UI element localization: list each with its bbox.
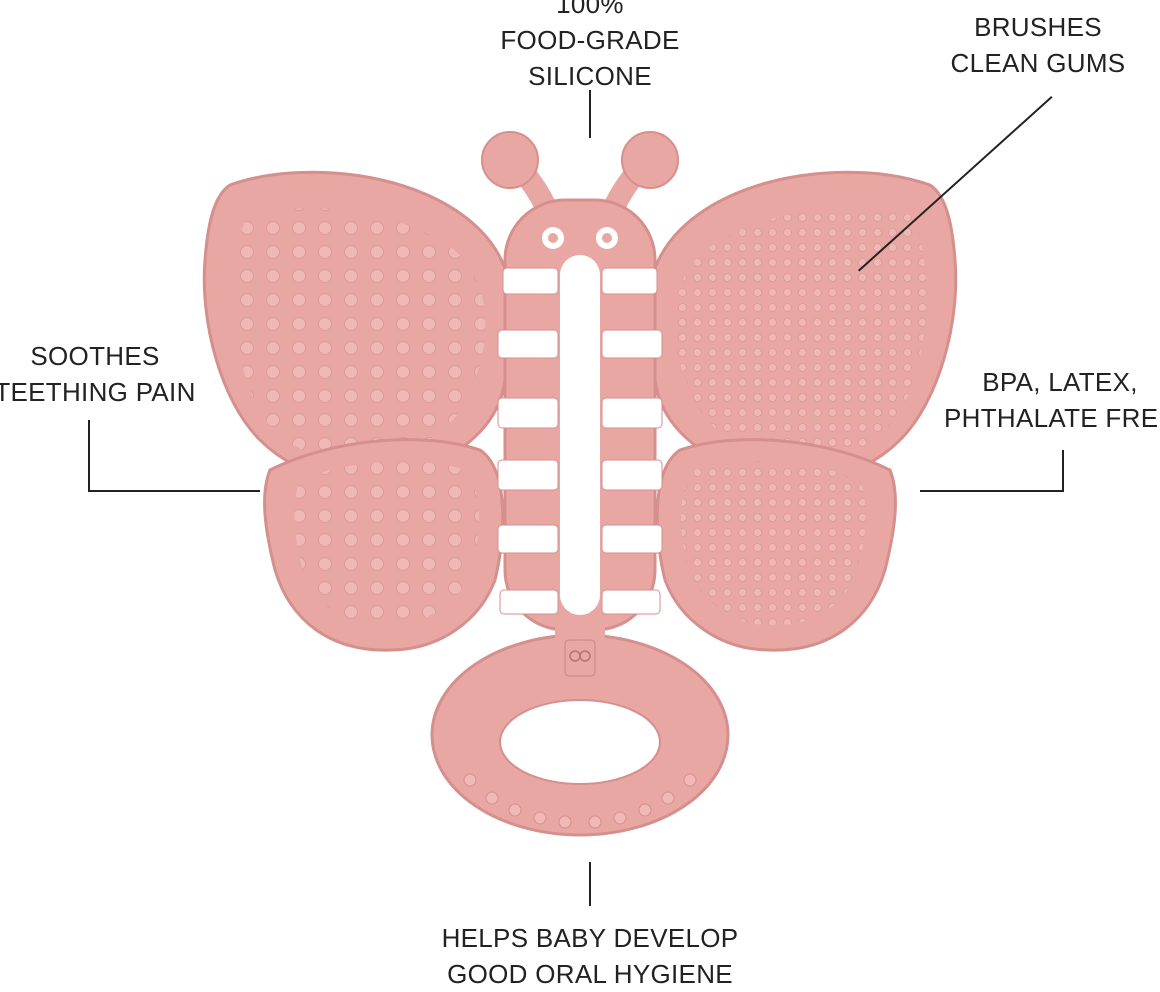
- owl-logo-icon: [564, 639, 596, 677]
- callout-line-3: SILICONE: [528, 61, 652, 91]
- callout-line-2: CLEAN GUMS: [950, 48, 1126, 78]
- callout-line-1: HELPS BABY DEVELOP: [441, 923, 739, 953]
- callout-line-2: GOOD ORAL HYGIENE: [447, 959, 733, 989]
- callout-line-left-horizontal: [88, 490, 260, 492]
- handle-ring: [430, 620, 730, 837]
- callout-brushes-clean-gums: BRUSHES CLEAN GUMS: [918, 9, 1158, 81]
- callout-line-1: BRUSHES: [974, 12, 1102, 42]
- antennae: [481, 131, 679, 216]
- callout-line-2: FOOD-GRADE: [500, 25, 680, 55]
- callout-bpa-latex-phthalate-free: BPA, LATEX, PHTHALATE FREE: [940, 364, 1160, 436]
- callout-line-top: [589, 90, 591, 138]
- callout-line-1: SOOTHES: [30, 341, 160, 371]
- callout-line-bottom: [589, 862, 591, 906]
- callout-oral-hygiene: HELPS BABY DEVELOP GOOD ORAL HYGIENE: [410, 920, 770, 992]
- callout-line-2: TEETHING PAIN: [0, 377, 196, 407]
- callout-line-left-vertical: [88, 420, 90, 492]
- butterfly-body: [497, 198, 663, 632]
- callout-line-right-vertical: [1062, 450, 1064, 492]
- callout-soothes-teething-pain: SOOTHES TEETHING PAIN: [0, 338, 210, 410]
- callout-line-right-horizontal: [920, 490, 1064, 492]
- right-wing: [644, 170, 958, 652]
- callout-line-1: BPA, LATEX,: [982, 367, 1138, 397]
- callout-line-1: 100%: [556, 0, 624, 19]
- callout-food-grade-silicone: 100% FOOD-GRADE SILICONE: [440, 0, 740, 94]
- callout-line-2: PHTHALATE FREE: [944, 403, 1160, 433]
- left-wing: [202, 170, 516, 652]
